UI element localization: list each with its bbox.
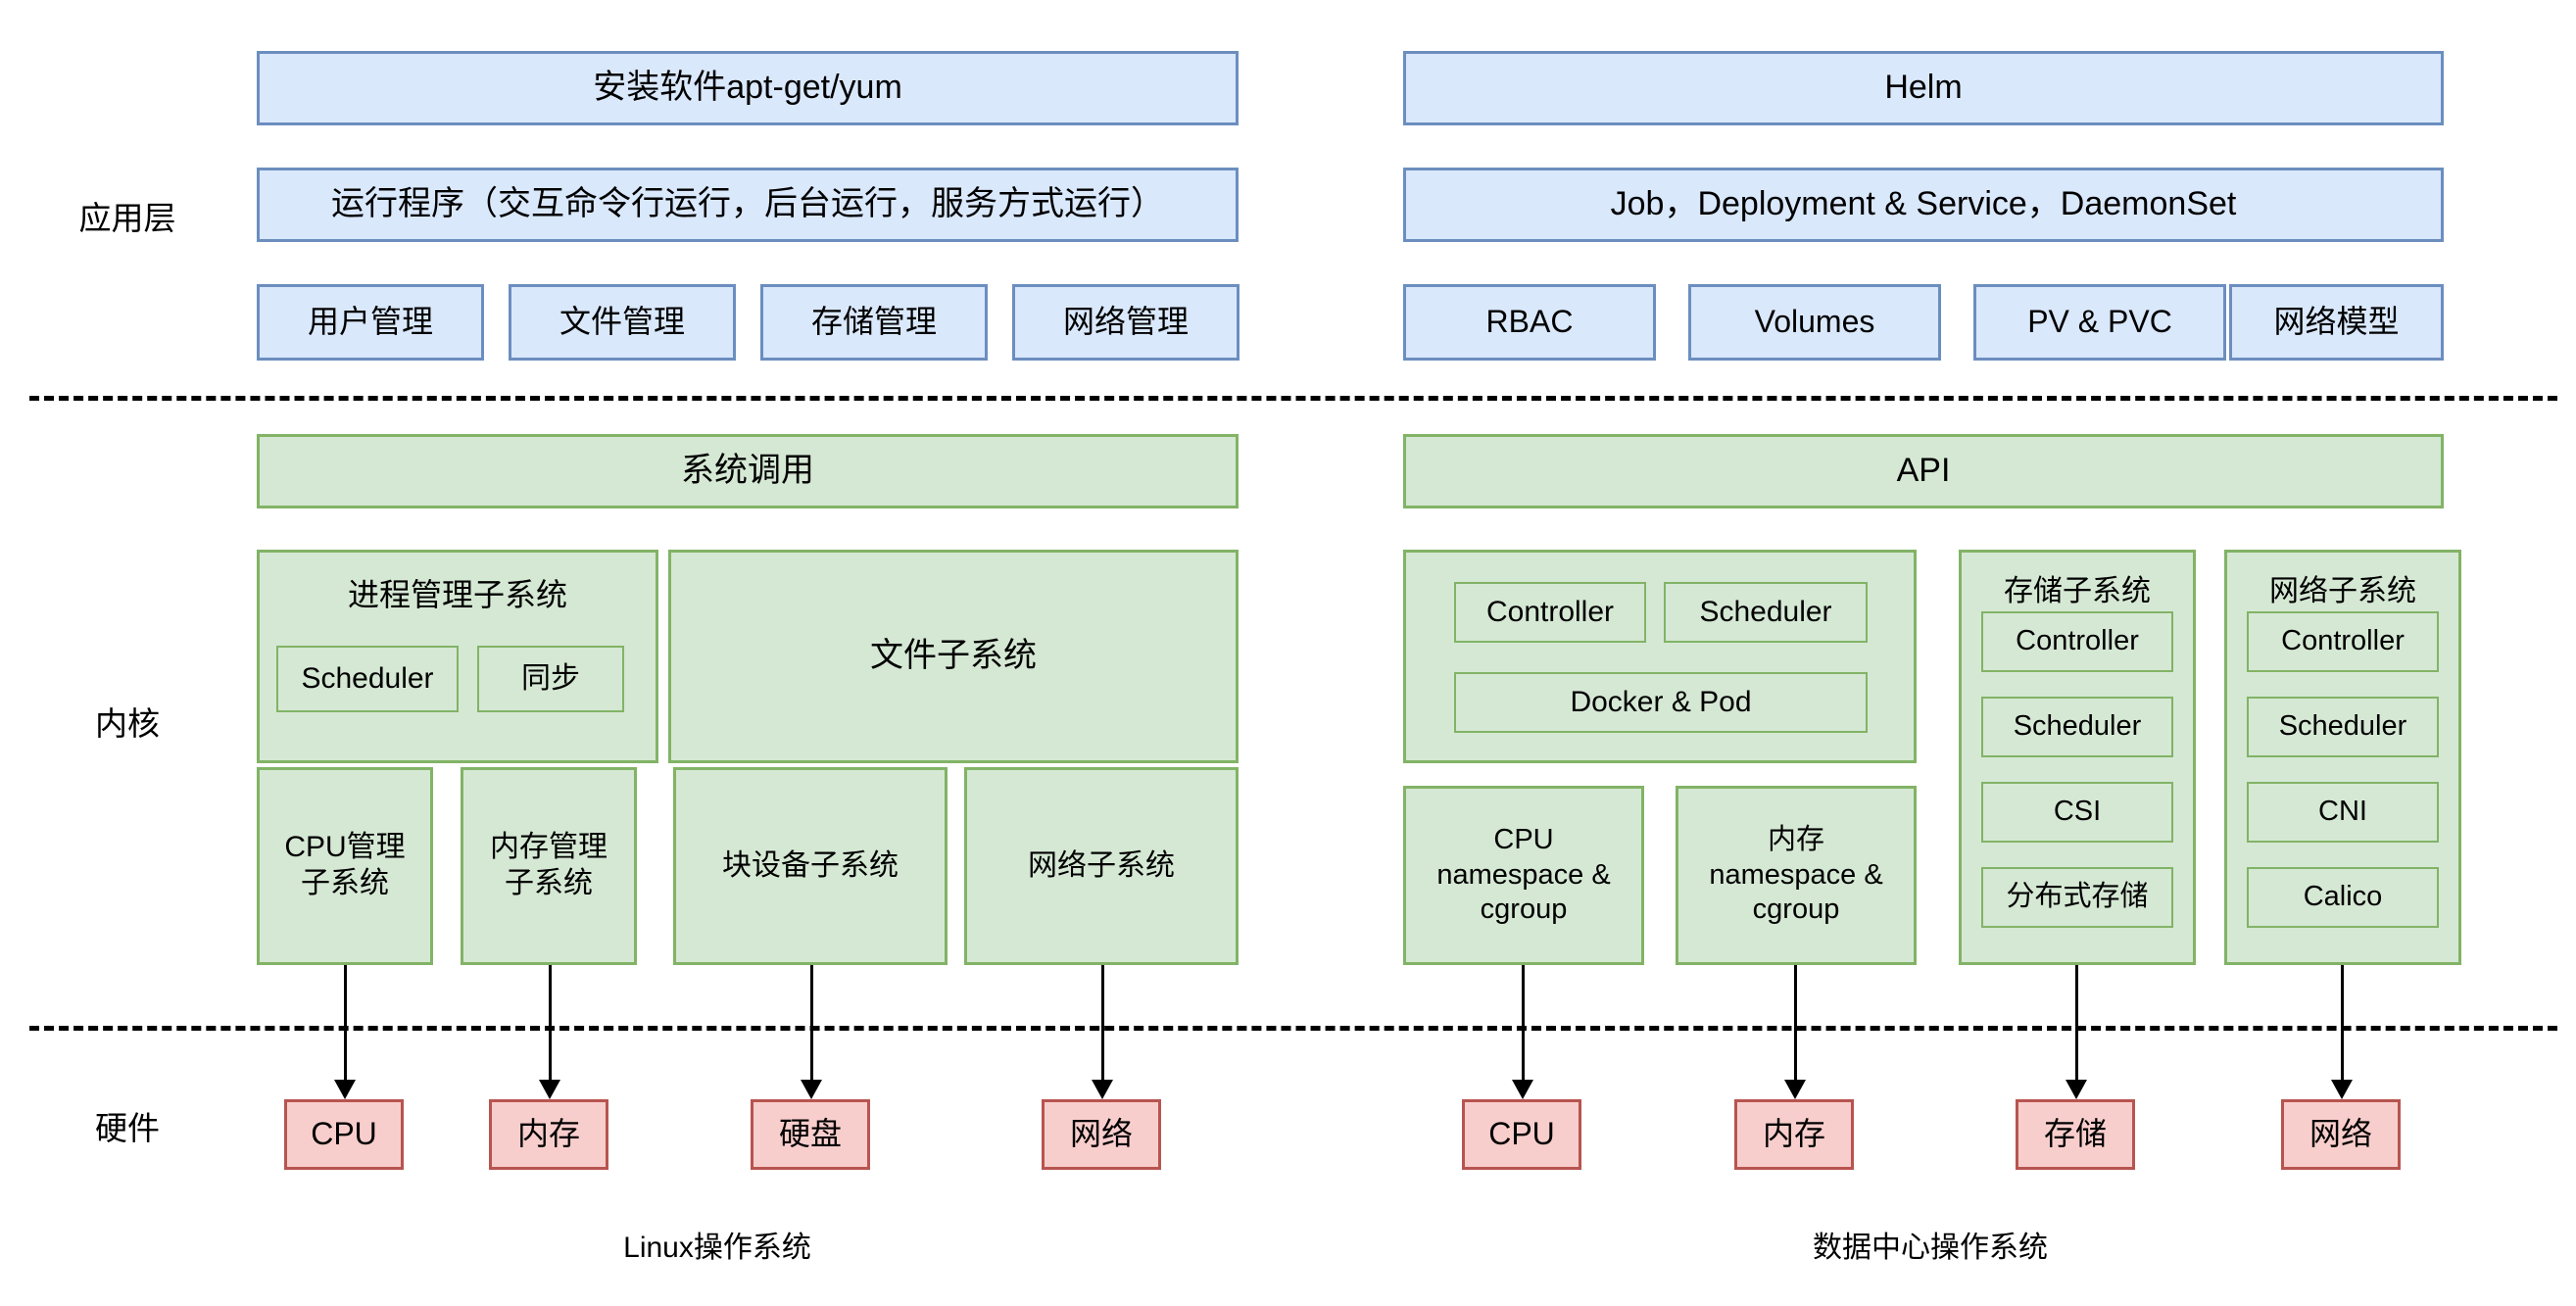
right-hardware-storage[interactable]: 存储 <box>2016 1099 2135 1170</box>
right-kernel-storage-group[interactable]: 存储子系统 Controller Scheduler CSI 分布式存储 <box>1959 550 2196 965</box>
right-kernel-control-child-docker-pod[interactable]: Docker & Pod <box>1454 672 1868 733</box>
left-kernel-process-group[interactable]: 进程管理子系统 Scheduler 同步 <box>257 550 658 763</box>
row-label-hardware: 硬件 <box>95 1110 160 1146</box>
right-arrow-head-memory <box>1784 1080 1806 1099</box>
right-kernel-network-child-scheduler[interactable]: Scheduler <box>2247 697 2439 757</box>
right-arrow-head-storage <box>2066 1080 2087 1099</box>
left-arrow-line-disk <box>810 965 813 1083</box>
left-hardware-disk[interactable]: 硬盘 <box>751 1099 870 1170</box>
left-kernel-process-group-title: 进程管理子系统 <box>347 577 567 612</box>
row-label-kernel: 内核 <box>95 705 160 742</box>
left-hardware-memory[interactable]: 内存 <box>489 1099 608 1170</box>
right-app-top-bar[interactable]: Helm <box>1403 51 2444 125</box>
right-app-tile-2[interactable]: Volumes <box>1688 284 1941 361</box>
left-kernel-syscall-bar[interactable]: 系统调用 <box>257 434 1239 508</box>
left-kernel-file-subsystem[interactable]: 文件子系统 <box>668 550 1239 763</box>
right-kernel-control-group[interactable]: Controller Scheduler Docker & Pod <box>1403 550 1917 763</box>
left-arrow-head-network <box>1092 1080 1113 1099</box>
right-kernel-storage-child-scheduler[interactable]: Scheduler <box>1981 697 2173 757</box>
left-arrow-line-memory <box>549 965 552 1083</box>
left-arrow-line-cpu <box>344 965 347 1083</box>
left-app-tile-1[interactable]: 用户管理 <box>257 284 484 361</box>
right-kernel-api-bar[interactable]: API <box>1403 434 2444 508</box>
left-kernel-tile-block-device[interactable]: 块设备子系统 <box>673 767 948 965</box>
right-arrow-line-storage <box>2075 965 2078 1083</box>
divider-kernel-hardware <box>29 1026 2557 1031</box>
left-hardware-network[interactable]: 网络 <box>1042 1099 1161 1170</box>
right-app-tile-4[interactable]: 网络模型 <box>2229 284 2444 361</box>
right-kernel-tile-cpu-namespace[interactable]: CPU namespace & cgroup <box>1403 786 1644 965</box>
left-hardware-cpu[interactable]: CPU <box>284 1099 404 1170</box>
left-arrow-head-memory <box>539 1080 560 1099</box>
left-app-tile-4[interactable]: 网络管理 <box>1012 284 1239 361</box>
right-kernel-network-group[interactable]: 网络子系统 Controller Scheduler CNI Calico <box>2224 550 2461 965</box>
right-arrow-line-memory <box>1794 965 1797 1083</box>
right-kernel-network-child-controller[interactable]: Controller <box>2247 611 2439 672</box>
right-hardware-memory[interactable]: 内存 <box>1734 1099 1854 1170</box>
left-arrow-head-cpu <box>334 1080 356 1099</box>
caption-right: 数据中心操作系统 <box>1813 1232 2048 1264</box>
right-arrow-head-cpu <box>1512 1080 1533 1099</box>
right-kernel-network-group-title: 网络子系统 <box>2269 575 2416 607</box>
right-arrow-head-network <box>2331 1080 2353 1099</box>
left-kernel-process-child-sync[interactable]: 同步 <box>477 646 624 712</box>
left-arrow-line-network <box>1101 965 1104 1083</box>
right-kernel-storage-child-controller[interactable]: Controller <box>1981 611 2173 672</box>
left-app-tile-2[interactable]: 文件管理 <box>509 284 736 361</box>
left-arrow-head-disk <box>801 1080 822 1099</box>
right-kernel-storage-group-title: 存储子系统 <box>2004 575 2151 607</box>
left-kernel-tile-memory[interactable]: 内存管理 子系统 <box>461 767 637 965</box>
left-app-second-bar[interactable]: 运行程序（交互命令行运行，后台运行，服务方式运行） <box>257 168 1239 242</box>
right-kernel-control-child-scheduler[interactable]: Scheduler <box>1664 582 1868 643</box>
right-arrow-line-cpu <box>1522 965 1525 1083</box>
left-app-tile-3[interactable]: 存储管理 <box>760 284 988 361</box>
divider-application-kernel <box>29 396 2557 401</box>
left-kernel-tile-network[interactable]: 网络子系统 <box>964 767 1239 965</box>
right-kernel-control-child-controller[interactable]: Controller <box>1454 582 1646 643</box>
right-app-tile-3[interactable]: PV & PVC <box>1973 284 2226 361</box>
right-kernel-storage-child-csi[interactable]: CSI <box>1981 782 2173 843</box>
right-app-second-bar[interactable]: Job，Deployment & Service，DaemonSet <box>1403 168 2444 242</box>
right-kernel-storage-child-distributed-storage[interactable]: 分布式存储 <box>1981 867 2173 928</box>
right-kernel-network-child-cni[interactable]: CNI <box>2247 782 2439 843</box>
right-app-tile-1[interactable]: RBAC <box>1403 284 1656 361</box>
row-label-application: 应用层 <box>78 200 176 236</box>
right-kernel-network-child-calico[interactable]: Calico <box>2247 867 2439 928</box>
right-hardware-cpu[interactable]: CPU <box>1462 1099 1581 1170</box>
caption-left: Linux操作系统 <box>623 1232 811 1264</box>
right-arrow-line-network <box>2341 965 2344 1083</box>
left-kernel-tile-cpu[interactable]: CPU管理 子系统 <box>257 767 433 965</box>
right-kernel-tile-memory-namespace[interactable]: 内存 namespace & cgroup <box>1676 786 1917 965</box>
left-kernel-process-child-scheduler[interactable]: Scheduler <box>276 646 459 712</box>
right-hardware-network[interactable]: 网络 <box>2281 1099 2401 1170</box>
left-app-top-bar[interactable]: 安装软件apt-get/yum <box>257 51 1239 125</box>
